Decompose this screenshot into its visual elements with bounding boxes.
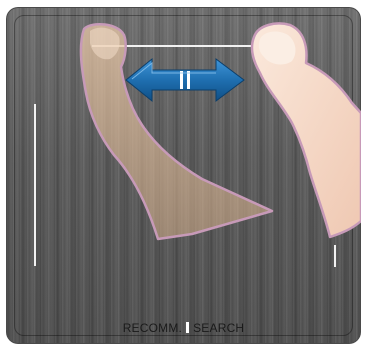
swipe-gesture-illustration — [6, 7, 361, 344]
touchpad-surface[interactable] — [6, 7, 361, 344]
gesture-caption: RECOMM. SEARCH — [0, 321, 367, 335]
label-divider — [186, 322, 189, 333]
hand-icon — [252, 24, 361, 238]
left-right-arrow-icon — [126, 59, 244, 101]
recommend-label: RECOMM. — [123, 321, 182, 335]
search-label: SEARCH — [193, 321, 244, 335]
ghost-hand-icon — [81, 24, 272, 239]
